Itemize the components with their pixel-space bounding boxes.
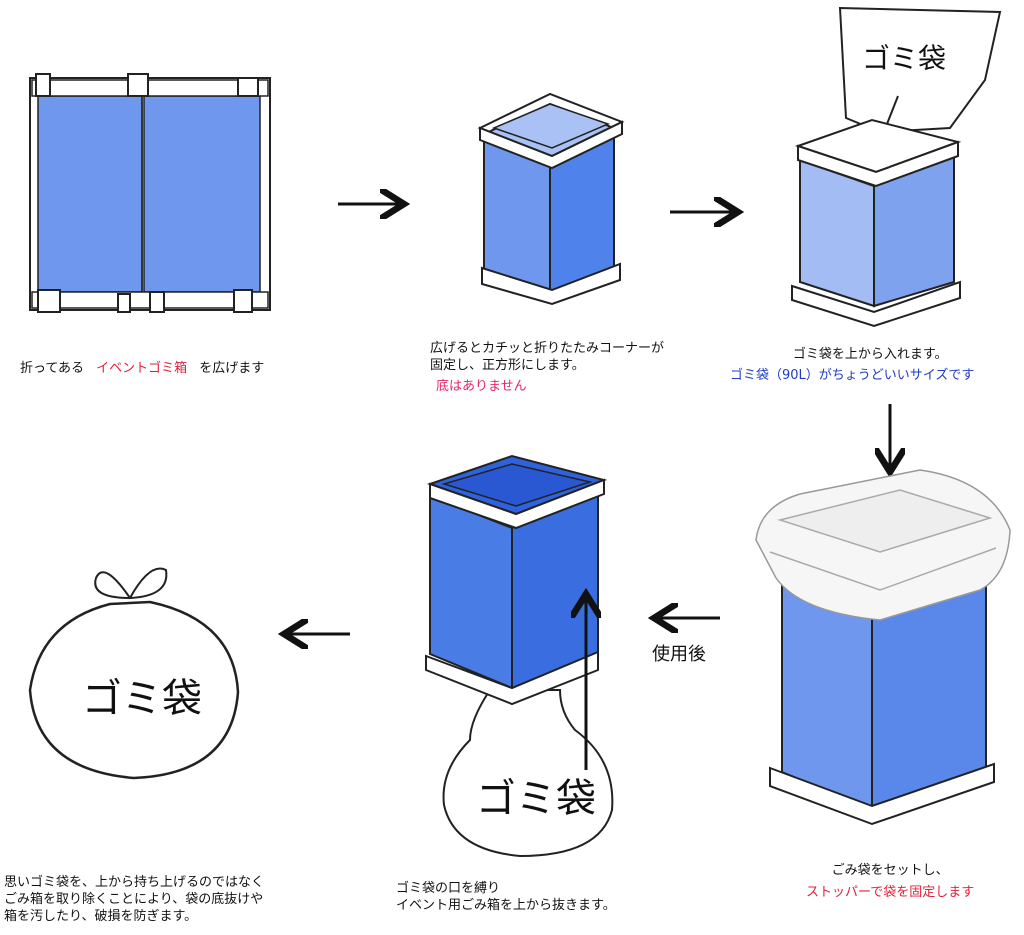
bag-label-step3: ゴミ袋	[862, 42, 946, 75]
caption-step6: 思いゴミ袋を、上から持ち上げるのではなく ごみ箱を取り除くことにより、袋の底抜け…	[4, 874, 264, 925]
caption-step2: 広げるとカチッと折りたたみコーナーが 固定し、正方形にします。 底はありません	[430, 340, 664, 395]
opened-box-illustration	[477, 92, 625, 306]
caption-step5-line1: ゴミ袋の口を縛り	[396, 881, 501, 896]
caption-step2-line2: 固定し、正方形にします。	[430, 358, 585, 373]
full-bag-illustration	[28, 567, 240, 780]
caption-step6-line1: 思いゴミ袋を、上から持ち上げるのではなく	[4, 875, 265, 890]
after-use-label: 使用後	[652, 644, 706, 665]
box-with-bag-illustration	[791, 6, 1002, 328]
caption-step6-line3: 箱を汚したり、破損を防ぎます。	[4, 909, 198, 924]
box-removal-illustration	[425, 454, 614, 858]
caption-step6-line2: ごみ箱を取り除くことにより、袋の底抜けや	[4, 892, 264, 907]
caption-step1-c: を広げます	[199, 361, 265, 376]
box-with-bag-set-illustration	[755, 469, 1011, 826]
caption-step3: ゴミ袋を上から入れます。 ゴミ袋（90L）がちょうどいいサイズです	[730, 346, 974, 384]
caption-step5-line2: イベント用ごみ箱を上から抜きます。	[396, 898, 616, 913]
folded-box-illustration	[29, 73, 271, 313]
caption-step1: 折ってある イベントゴミ箱 を広げます	[20, 360, 264, 377]
bag-label-step6: ゴミ袋	[82, 676, 202, 722]
caption-step2-note: 底はありません	[436, 379, 527, 394]
caption-step2-line1: 広げるとカチッと折りたたみコーナーが	[430, 341, 665, 356]
bag-label-step5: ゴミ袋	[476, 776, 596, 822]
caption-step3-line2: ゴミ袋（90L）がちょうどいいサイズです	[730, 368, 975, 383]
caption-step4-line2: ストッパーで袋を固定します	[806, 885, 975, 900]
caption-step4-line1: ごみ袋をセットし、	[831, 863, 949, 878]
caption-step5: ゴミ袋の口を縛り イベント用ごみ箱を上から抜きます。	[396, 880, 616, 914]
caption-step3-line1: ゴミ袋を上から入れます。	[792, 347, 948, 362]
caption-step1-highlight: イベントゴミ箱	[96, 361, 188, 376]
caption-step4: ごみ袋をセットし、 ストッパーで袋を固定します	[806, 862, 974, 901]
caption-step1-a: 折ってある	[20, 361, 84, 376]
